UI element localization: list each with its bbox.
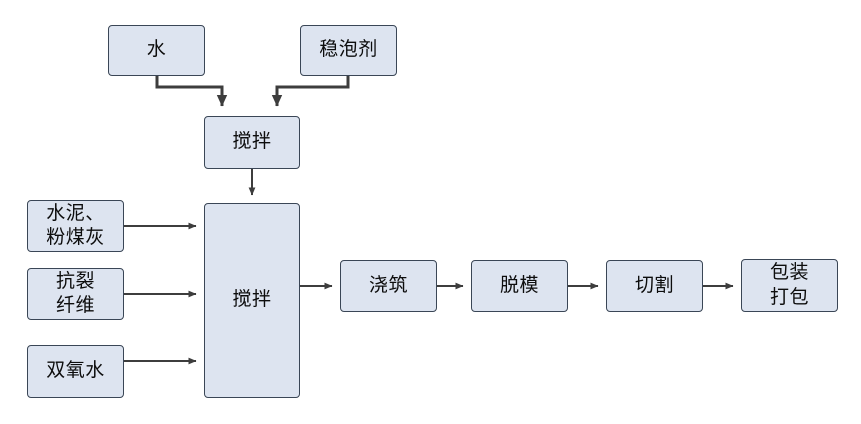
node-water[interactable]: 水 (108, 25, 205, 76)
node-casting[interactable]: 浇筑 (340, 260, 437, 312)
node-mixing-1[interactable]: 搅拌 (204, 116, 300, 169)
edge-water-to-mix1 (155, 76, 228, 107)
node-packaging[interactable]: 包装 打包 (741, 259, 838, 312)
node-hydrogen-peroxide[interactable]: 双氧水 (27, 345, 124, 398)
node-anticrack-fiber[interactable]: 抗裂 纤维 (27, 268, 124, 320)
edge-foam-to-mix1 (271, 76, 350, 107)
node-cutting[interactable]: 切割 (606, 260, 703, 312)
node-mixing-2[interactable]: 搅拌 (204, 203, 300, 398)
node-demolding[interactable]: 脱模 (471, 260, 568, 312)
node-foam-stabilizer[interactable]: 稳泡剂 (300, 25, 397, 76)
node-cement-flyash[interactable]: 水泥、 粉煤灰 (27, 200, 124, 252)
